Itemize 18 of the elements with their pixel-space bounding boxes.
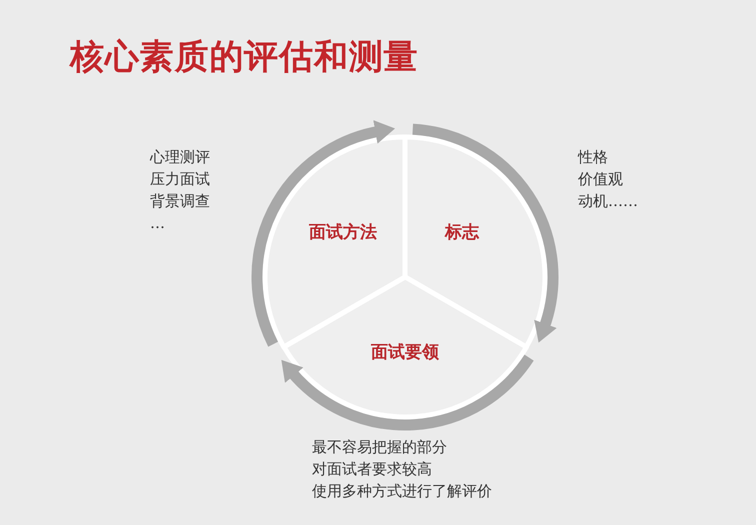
- note-text: 价值观: [578, 169, 624, 190]
- note-text: …: [150, 213, 166, 234]
- cycle-arrow: [252, 120, 395, 346]
- note-text: 使用多种方式进行了解评价: [312, 481, 492, 502]
- cycle-arrow: [412, 124, 558, 343]
- cycle-arrow: [280, 354, 534, 430]
- segment-label: 面试方法: [309, 221, 377, 244]
- note-text: 背景调查: [150, 191, 210, 212]
- note-text: 对面试者要求较高: [312, 459, 433, 480]
- note-text: 压力面试: [150, 169, 210, 190]
- sector-segment: [284, 277, 526, 417]
- segment-label: 标志: [445, 221, 479, 244]
- note-text: 心理测评: [150, 147, 210, 168]
- note-text: 性格: [578, 147, 609, 168]
- segment-label: 面试要领: [370, 341, 439, 364]
- note-text: 动机……: [578, 191, 638, 212]
- note-text: 最不容易把握的部分: [312, 437, 448, 458]
- title: 核心素质的评估和测量: [70, 36, 418, 79]
